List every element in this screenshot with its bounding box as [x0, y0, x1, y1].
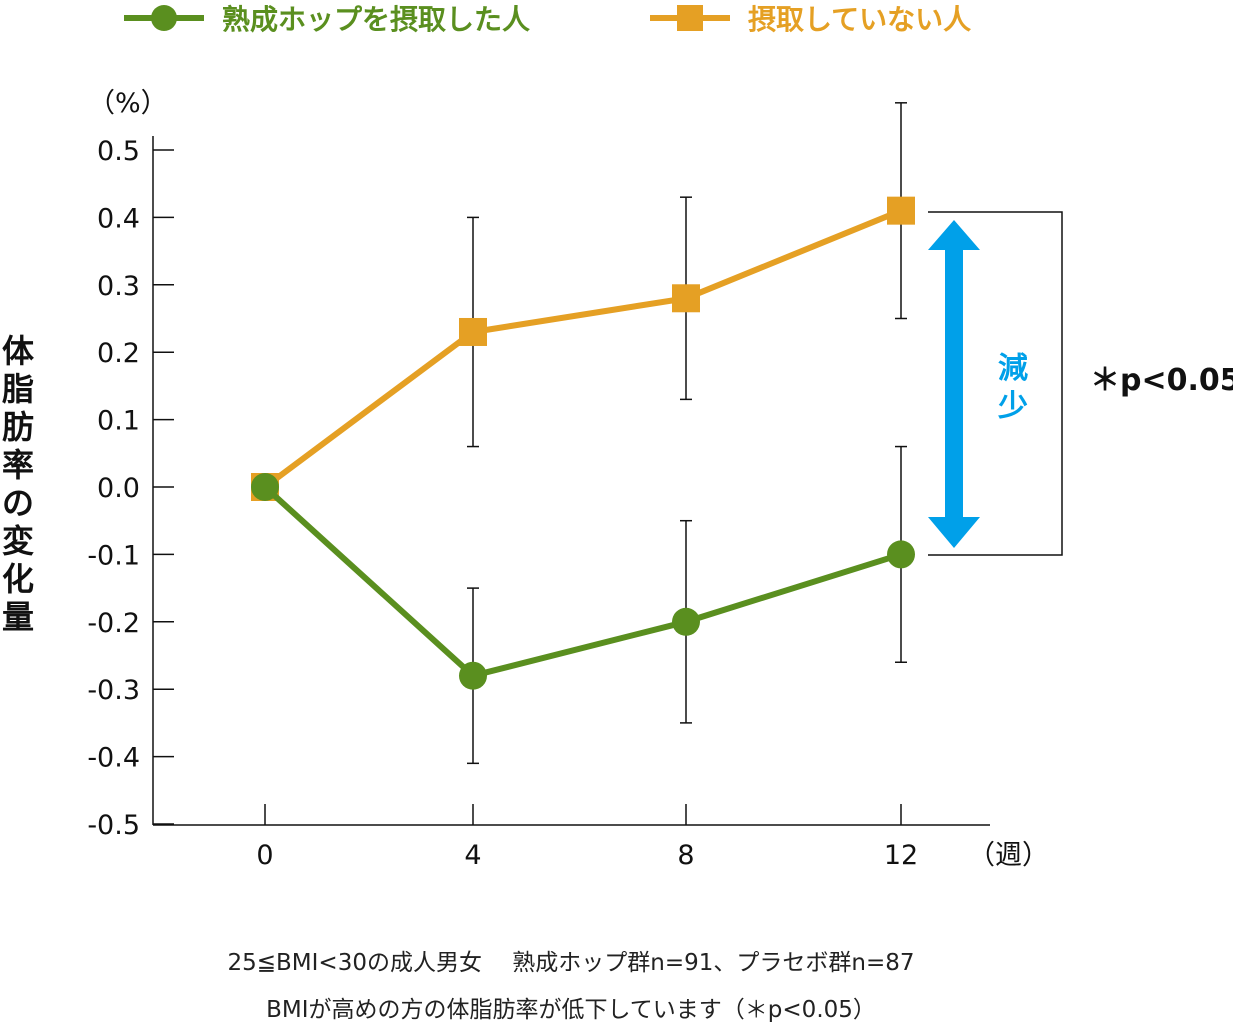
series-line-treated: [262, 484, 902, 680]
y-axis-label-char: 変: [2, 522, 34, 560]
x-tick-label: 12: [884, 840, 918, 871]
caption-line-2: BMIが高めの方の体脂肪率が低下しています（＊p<0.05）: [266, 997, 876, 1023]
legend: 熟成ホップを摂取した人 摂取していない人: [124, 3, 971, 36]
y-axis-label-char: 体: [2, 332, 34, 370]
y-tick-label: 0.0: [97, 473, 140, 504]
x-tick-label: 4: [464, 840, 481, 871]
decrease-label-char: 少: [998, 389, 1028, 424]
y-tick-label: 0.1: [97, 406, 140, 437]
x-tick-label: 0: [256, 840, 273, 871]
caption-line-1: 25≦BMI<30の成人男女 熟成ホップ群n=91、プラセボ群n=87: [227, 950, 914, 976]
y-tick-label: 0.2: [97, 338, 140, 369]
y-tick-label: -0.5: [87, 810, 140, 841]
data-point-treated: [887, 540, 915, 569]
marks: [251, 102, 915, 765]
data-point-treated: [251, 473, 279, 501]
significance-bracket: [928, 211, 1063, 556]
y-axis-label-char: 肪: [2, 408, 34, 446]
data-point-control: [887, 196, 915, 225]
decrease-label: 減少: [998, 351, 1028, 424]
legend-marker-control: [677, 5, 703, 31]
decrease-arrow: [928, 220, 980, 548]
x-tick-label: 8: [677, 840, 694, 871]
legend-label-control: 摂取していない人: [748, 3, 971, 36]
data-point-control: [672, 284, 700, 313]
y-tick-label: 0.5: [97, 136, 140, 167]
y-tick-label: 0.4: [97, 203, 140, 234]
y-axis-label-char: 率: [2, 446, 34, 484]
y-tick-label: -0.1: [87, 540, 140, 571]
series-line-control: [263, 207, 903, 490]
y-tick-label: 0.3: [97, 271, 140, 302]
y-axis-label-char: 脂: [2, 370, 34, 408]
decrease-label-char: 減: [998, 351, 1028, 386]
x-axis-label: （週）: [968, 840, 1049, 871]
y-tick-label: -0.3: [87, 675, 140, 706]
annotations: 減少 ＊p<0.05: [928, 211, 1233, 556]
y-axis-label-char: の: [2, 484, 34, 522]
data-point-control: [459, 317, 487, 346]
legend-marker-treated: [151, 5, 177, 31]
y-axis-label-char: 量: [2, 598, 34, 636]
data-point-treated: [459, 661, 487, 690]
axes: 0.5 0.4 0.3 0.2 0.1 0.0 -0.1 -0.2 -0.3 -0.4 -0.5 0 4…: [87, 136, 990, 871]
y-unit-label: （%）: [88, 88, 168, 119]
y-axis-label-char: 化: [2, 560, 34, 598]
significance-label: ＊p<0.05: [1090, 363, 1233, 398]
y-tick-label: -0.4: [87, 743, 140, 774]
legend-label-treated: 熟成ホップを摂取した人: [222, 3, 530, 36]
y-tick-label: -0.2: [87, 608, 140, 639]
data-point-treated: [672, 607, 700, 636]
